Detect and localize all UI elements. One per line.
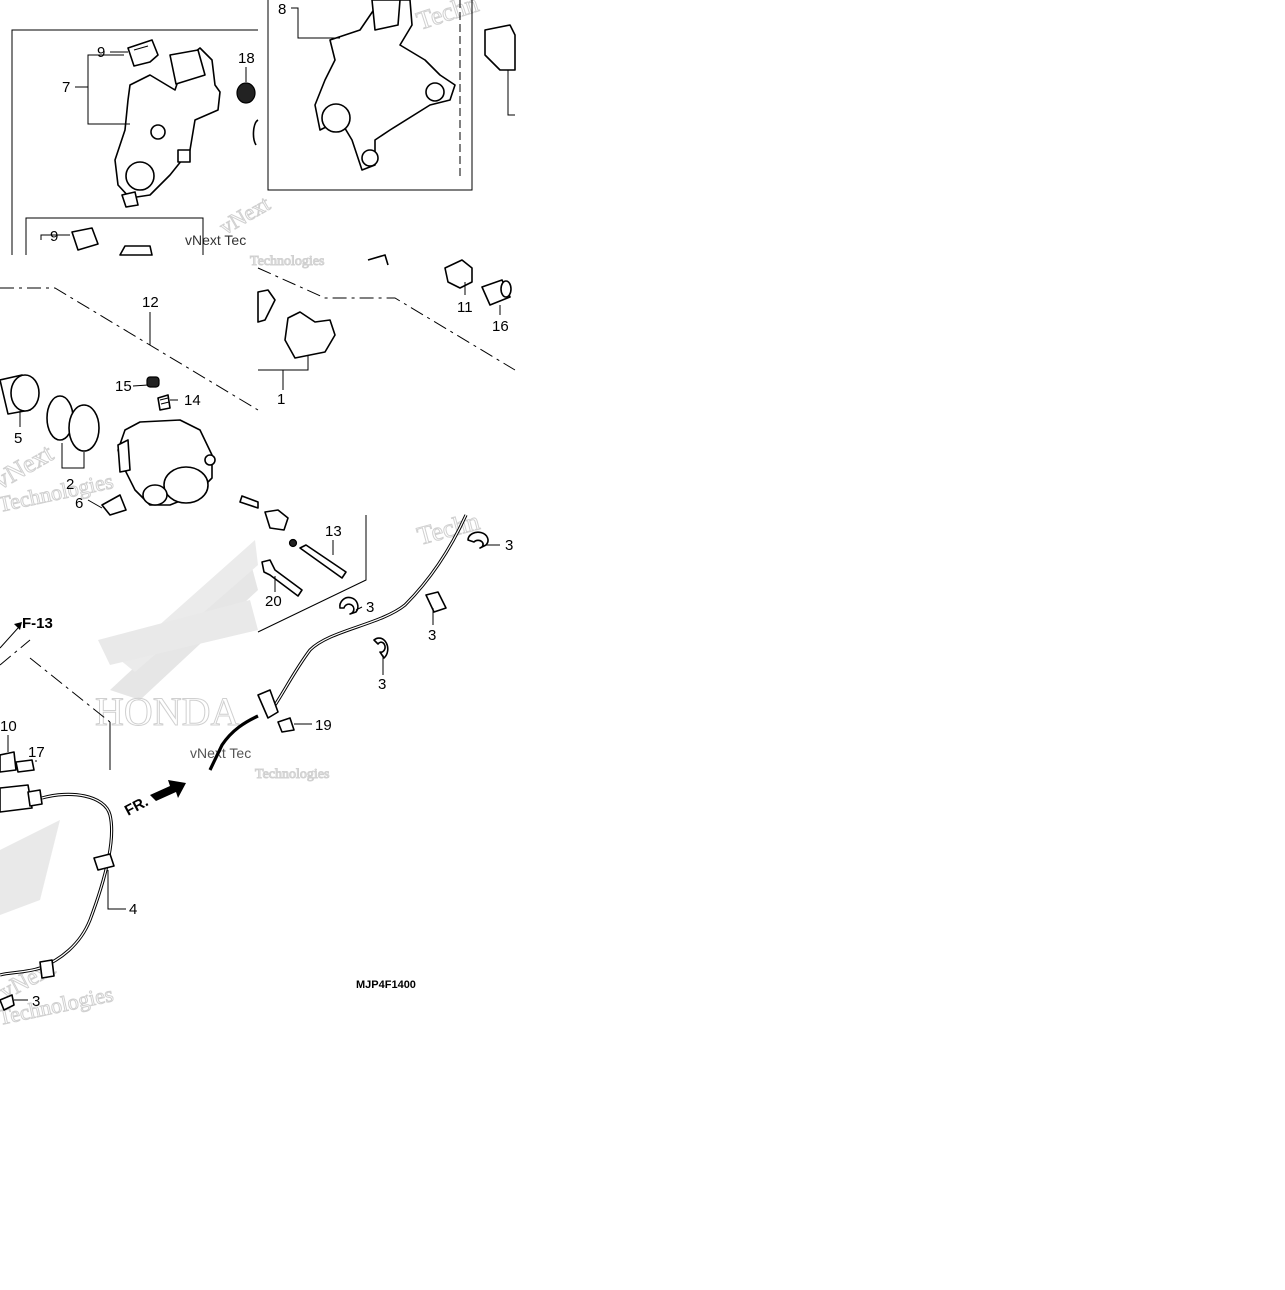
honda-wing-watermark — [0, 540, 258, 915]
frame-reference-arrow — [0, 622, 22, 649]
callout-16: 16 — [492, 318, 509, 335]
callout-6: 6 — [75, 495, 83, 512]
brake-pad-partial — [471, 0, 516, 116]
frame-lines — [0, 0, 516, 770]
callout-8: 8 — [278, 1, 286, 18]
bracket-box-right — [267, 0, 473, 191]
callout-13: 13 — [325, 523, 342, 540]
callout-3e: 3 — [32, 993, 40, 1010]
pad-clip-9a — [127, 39, 159, 67]
callout-4: 4 — [129, 901, 137, 918]
watermark-honda: HONDA — [95, 689, 240, 734]
speed-sensor-wire-upper — [208, 514, 468, 771]
callout-3b: 3 — [505, 537, 513, 554]
callout-3a: 3 — [366, 599, 374, 616]
caliper-bracket-8 — [314, 0, 456, 171]
pad-clip-9b — [71, 227, 153, 256]
wire-clamp-3d — [373, 637, 389, 659]
pad-spring-6 — [101, 494, 127, 516]
clip-box — [25, 217, 204, 255]
callout-19: 19 — [315, 717, 332, 734]
callout-14: 14 — [184, 392, 201, 409]
callout-5: 5 — [14, 430, 22, 447]
caliper-bracket-7 — [114, 47, 221, 208]
piston-5 — [0, 374, 40, 415]
callout-17: 17 — [28, 744, 45, 761]
wire-clamp-3a — [339, 596, 359, 615]
brake-pad-1 — [257, 289, 336, 359]
diagram-code: MJP4F1400 — [356, 979, 416, 991]
watermark-vendor-inline-4: Technologies — [255, 767, 329, 782]
callout-3c: 3 — [428, 627, 436, 644]
wire-clamp-3c — [425, 591, 447, 613]
pin-sleeve-16 — [481, 279, 512, 306]
watermark-layer: HONDA Techn vNext vNext Tec Technologies… — [0, 0, 483, 1030]
callout-11: 11 — [457, 299, 473, 316]
watermark-vendor-right: Techn — [414, 506, 483, 550]
callout-3d: 3 — [378, 676, 386, 693]
watermark-vendor-inline-2: Technologies — [250, 254, 324, 269]
bracket-box-left — [11, 29, 258, 255]
piston-seals-2 — [46, 395, 100, 452]
front-direction-arrow — [150, 780, 186, 801]
pin-box — [257, 515, 367, 633]
bolt-20 — [261, 559, 303, 597]
callout-1: 1 — [277, 391, 285, 408]
pin-13 — [299, 544, 347, 579]
callout-7: 7 — [62, 79, 70, 96]
dash-line-caliper-left — [0, 287, 259, 411]
grommet-18 — [236, 67, 256, 104]
boot-pin-parts — [264, 509, 298, 548]
boot-11 — [444, 259, 473, 289]
bolt-17 — [15, 759, 35, 773]
callout-15: 15 — [115, 378, 132, 395]
front-direction-label: FR. — [122, 793, 151, 819]
callout-18: 18 — [238, 50, 255, 67]
watermark-vendor-inline: vNext Tec — [185, 232, 246, 248]
caliper-body-12 — [117, 419, 216, 506]
callout-labels: 7 9 18 8 9 12 15 14 5 2 6 1 11 16 13 20 … — [0, 1, 513, 1010]
callout-12: 12 — [142, 294, 159, 311]
speed-sensor-wire-4 — [0, 784, 115, 979]
frame-reference-label: F-13 — [22, 615, 53, 632]
dash-line-caliper-right — [257, 267, 516, 371]
callout-2: 2 — [66, 476, 74, 493]
callout-9a: 9 — [97, 44, 105, 61]
bleeder-cap-15 — [146, 376, 160, 388]
callout-10: 10 — [0, 718, 17, 735]
wire-clamp-3b — [467, 531, 489, 549]
callout-20: 20 — [265, 593, 282, 610]
watermark-vendor-inline-3: vNext Tec — [190, 745, 251, 761]
sensor-10 — [0, 751, 17, 773]
callout-9b: 9 — [50, 228, 58, 245]
bleeder-screw-14 — [157, 394, 171, 411]
callout-leaders — [7, 7, 501, 1001]
wire-clamp-3e — [0, 994, 15, 1011]
